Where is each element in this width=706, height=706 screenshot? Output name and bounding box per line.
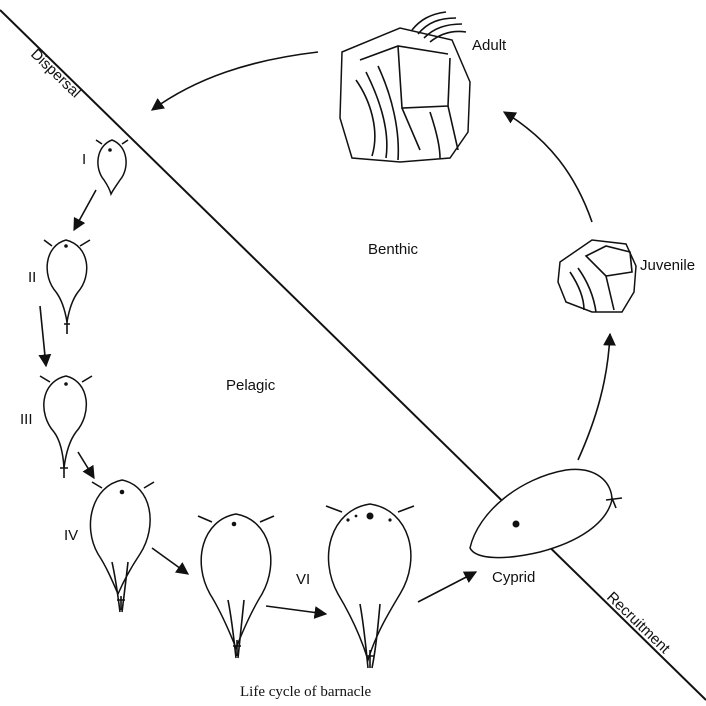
benthic-zone-label: Benthic (368, 241, 419, 258)
nauplius-stage-1 (96, 140, 128, 194)
arrow-stage2-to-stage3 (40, 306, 46, 366)
nauplius-stage-2 (44, 240, 90, 334)
juvenile-barnacle-icon (558, 240, 636, 312)
juvenile-label: Juvenile (640, 257, 695, 274)
arrow-cypris-to-juvenile (578, 334, 610, 460)
recruitment-label: Recruitment (603, 589, 674, 658)
adult-barnacle-icon (340, 12, 470, 162)
diagram-caption: Life cycle of barnacle (240, 684, 372, 700)
arrow-stage5-to-stage6 (266, 606, 326, 614)
nauplius-stage-5 (198, 514, 274, 658)
stage-label-4: IV (64, 527, 78, 544)
arrow-stage6-to-cypris (418, 572, 476, 602)
pelagic-zone-label: Pelagic (226, 377, 276, 394)
stage-label-6: VI (296, 571, 310, 588)
arrow-stage3-to-stage4 (78, 452, 94, 478)
arrow-stage4-to-stage5 (152, 548, 188, 574)
dispersal-label: Dispersal (27, 46, 84, 102)
arrow-adult-to-dispersal (152, 52, 318, 110)
adult-label: Adult (472, 37, 507, 54)
nauplius-stage-4 (90, 480, 154, 612)
stage-label-1: I (82, 151, 86, 168)
stage-label-2: II (28, 269, 36, 286)
arrow-juvenile-to-adult (504, 112, 592, 222)
cypris-label: Cyprid (492, 569, 535, 586)
arrow-stage1-to-stage2 (74, 190, 96, 230)
nauplius-stage-6 (326, 504, 414, 668)
stage-label-3: III (20, 411, 33, 428)
cypris-larva-icon (470, 469, 622, 557)
